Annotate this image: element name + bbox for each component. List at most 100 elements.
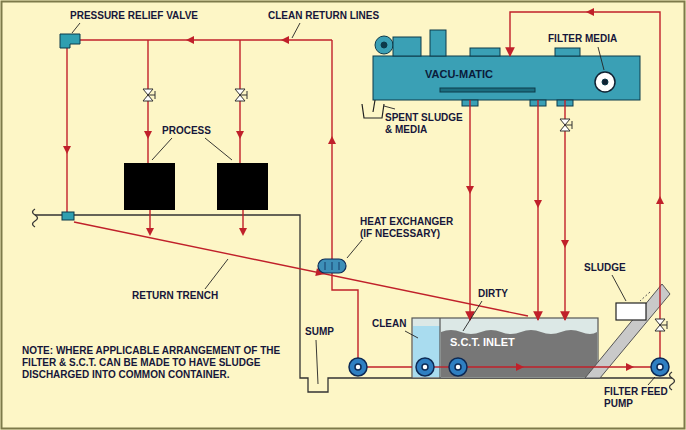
- sludge-container: [616, 292, 650, 320]
- label-text: NOTE: WHERE APPLICABLE ARRANGEMENT OF TH…: [22, 345, 280, 380]
- leader-line: [205, 259, 228, 289]
- valve-symbol: [655, 319, 665, 325]
- leader-line: [405, 331, 418, 338]
- pipe-line: [80, 39, 332, 40]
- flow-arrow: [586, 8, 594, 16]
- valve-symbol: [143, 95, 153, 101]
- spent-sludge-bucket: [373, 100, 375, 112]
- heat-exchanger: [318, 259, 346, 273]
- pump-symbol: [355, 364, 361, 370]
- pump-symbol: [416, 358, 434, 376]
- leader-line: [384, 106, 395, 109]
- valve-symbol: [148, 91, 155, 99]
- label-text: SUMP: [305, 326, 334, 337]
- valve-symbol: [240, 91, 247, 99]
- node-text: S.C.T. INLET: [450, 336, 515, 349]
- leader-line: [205, 138, 232, 160]
- valve-symbol: [565, 121, 572, 129]
- pump-symbol: [349, 358, 367, 376]
- label-text: PRESSURE RELIEF VALVE: [70, 10, 198, 21]
- pipe-connector: [469, 100, 470, 320]
- callout-label: PROCESS: [162, 125, 222, 137]
- pipe-line: [467, 366, 598, 367]
- valve-symbol: [560, 119, 570, 125]
- callout-label: CLEAN: [372, 318, 408, 330]
- label-text: DIRTY: [478, 288, 508, 299]
- callout-label: FILTER FEED PUMP: [604, 386, 676, 410]
- vacumatic-body: [393, 37, 421, 56]
- leader-line: [72, 23, 655, 385]
- label-text: FILTER FEED PUMP: [604, 386, 668, 409]
- valve-symbol: [655, 325, 665, 331]
- process-machine: [217, 163, 268, 210]
- pipe-line: [331, 40, 332, 259]
- valve-symbol: [235, 95, 245, 101]
- vacumatic-body: [440, 88, 535, 92]
- vacumatic-body: [430, 30, 446, 56]
- vacumatic-body: [373, 30, 640, 106]
- process-machine: [124, 163, 268, 210]
- leader-line: [152, 138, 172, 160]
- flow-arrow: [236, 131, 244, 139]
- flow-arrow: [626, 363, 634, 371]
- pipe-connector: [564, 100, 565, 320]
- process-machine: [124, 163, 175, 210]
- label-text: SLUDGE: [584, 262, 626, 273]
- floor-line: [670, 372, 675, 390]
- flow-arrow: [656, 196, 664, 204]
- flow-arrow: [466, 186, 474, 194]
- valve-symbol: [235, 89, 245, 95]
- pipe-connector: [510, 12, 660, 367]
- pump-symbol: [657, 364, 663, 370]
- flow-arrow: [63, 8, 664, 371]
- spent-sludge-bucket: [362, 100, 384, 118]
- callout-label: CLEAN RETURN LINES: [268, 10, 393, 22]
- valve-symbol: [560, 125, 570, 131]
- sludge-container: [640, 292, 650, 301]
- label-text: HEAT EXCHANGER (IF NECESSARY): [360, 216, 453, 239]
- callout-label: PRESSURE RELIEF VALVE: [70, 10, 210, 22]
- settling-tank: [439, 318, 440, 378]
- settling-tank: [441, 330, 597, 377]
- flow-arrow: [144, 131, 152, 139]
- vacumatic-body: [470, 48, 500, 56]
- pipe-line: [434, 366, 449, 367]
- pump-symbol: [651, 358, 669, 376]
- label-text: FILTER MEDIA: [548, 33, 617, 44]
- heat-exchanger: [325, 262, 339, 270]
- leader-line: [292, 23, 300, 38]
- leader-line: [316, 340, 318, 384]
- callout-label: NOTE: WHERE APPLICABLE ARRANGEMENT OF TH…: [22, 345, 294, 381]
- leader-line: [463, 301, 482, 331]
- leader-line: [648, 377, 655, 385]
- pump-symbol: [422, 364, 428, 370]
- callout-label: SLUDGE: [584, 262, 632, 274]
- pump-symbol: [349, 358, 669, 376]
- pump-symbol: [449, 358, 467, 376]
- floor-line: [33, 209, 38, 227]
- pipe-line: [149, 210, 150, 230]
- flow-arrow: [281, 36, 289, 44]
- valve-symbol: [143, 89, 153, 95]
- valve-symbol: [143, 89, 667, 331]
- settling-tank: S.C.T. INLET: [441, 320, 598, 378]
- relief-valve: [60, 34, 80, 48]
- vacumatic-body: [381, 42, 387, 48]
- callout-label: HEAT EXCHANGER (IF NECESSARY): [360, 216, 460, 240]
- flow-arrow: [186, 36, 194, 44]
- pipe-line: [74, 222, 528, 316]
- pipe-line: [332, 273, 358, 358]
- leader-line: [347, 240, 362, 258]
- vacumatic-body: [602, 79, 608, 85]
- pipe-connector: [537, 100, 538, 320]
- node-text: VACU-MATIC: [425, 68, 493, 81]
- pipe-line: [242, 210, 243, 230]
- pipe-line: [367, 366, 412, 367]
- pipe-line: [66, 47, 67, 212]
- settling-tank: [412, 318, 598, 378]
- pipe-line: [67, 40, 598, 367]
- label-text: PROCESS: [162, 125, 211, 136]
- leader-line: [612, 275, 626, 301]
